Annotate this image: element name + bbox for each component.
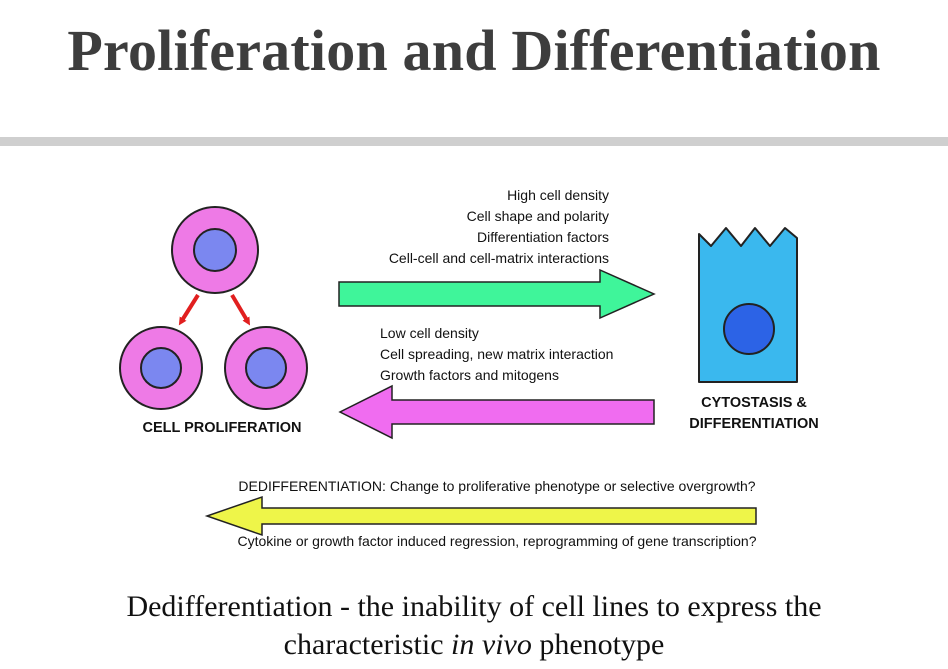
caption-post: phenotype [539,628,665,661]
caption-line-1: Dedifferentiation - the inability of cel… [126,590,822,623]
slide-caption: Dedifferentiation - the inability of cel… [0,588,948,664]
parent-cell [171,206,259,294]
caption-pre: characteristic [283,628,444,661]
differentiation-arrow [338,268,656,320]
forward-condition-1: High cell density [507,187,609,203]
proliferation-arrow [338,384,655,440]
reverse-condition-2: Cell spreading, new matrix interaction [380,346,613,362]
division-arrow-right [230,293,251,326]
dedifferentiation-arrow [204,495,757,537]
differentiation-label-line2: DIFFERENTIATION [689,416,818,432]
reverse-condition-3: Growth factors and mitogens [380,367,559,383]
differentiation-label-line1: CYTOSTASIS & [701,395,807,411]
daughter-cell-right [224,326,308,410]
slide-title: Proliferation and Differentiation [67,18,881,83]
title-divider [0,137,948,146]
forward-condition-2: Cell shape and polarity [467,208,609,224]
caption-in-vivo: in vivo [451,628,532,661]
proliferation-differentiation-diagram: CELL PROLIFERATION CYTOSTASIS & DIFFEREN… [119,187,819,549]
forward-condition-4: Cell-cell and cell-matrix interactions [389,250,609,266]
dedifferentiation-text: DEDIFFERENTIATION: Change to proliferati… [238,478,755,494]
daughter-cell-left [119,326,203,410]
forward-condition-3: Differentiation factors [477,229,609,245]
reverse-condition-1: Low cell density [380,325,479,341]
dedifferentiation-subtext: Cytokine or growth factor induced regres… [237,533,756,549]
caption-line-2: characteristic in vivo phenotype [0,626,948,664]
cell-proliferation-label: CELL PROLIFERATION [143,420,302,436]
division-arrow-left [178,293,200,326]
differentiated-cell [698,227,798,383]
